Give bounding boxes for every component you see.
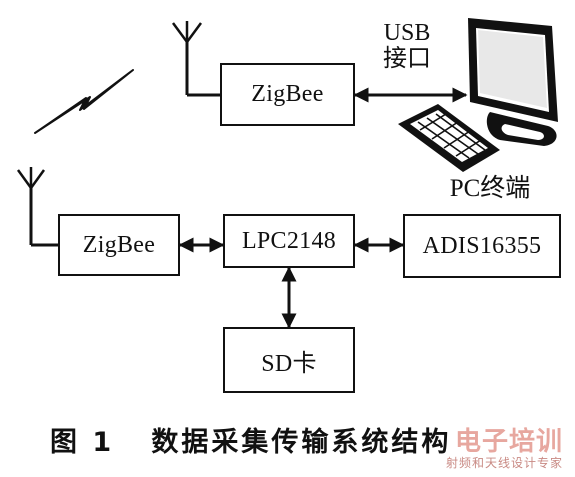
antenna-icon bbox=[16, 167, 58, 247]
usb-label-line1: USB bbox=[383, 20, 431, 46]
usb-interface-label: USB 接口 bbox=[372, 20, 442, 72]
adis16355-box: ADIS16355 bbox=[403, 214, 561, 278]
watermark-text: 射频和天线设计专家 bbox=[445, 456, 563, 470]
sd-card-box: SD卡 bbox=[223, 327, 355, 393]
pc-terminal-label: PC终端 bbox=[449, 175, 531, 202]
antenna-icon bbox=[171, 21, 220, 97]
watermark: 电子培训 射频和天线设计专家 bbox=[446, 421, 563, 471]
pc-monitor-icon bbox=[468, 18, 558, 146]
figure-caption: 图 1 数据采集传输系统结构 bbox=[50, 427, 452, 458]
zigbee-top-box: ZigBee bbox=[220, 63, 355, 126]
wireless-signal-icon bbox=[34, 69, 134, 134]
connectors bbox=[178, 87, 468, 329]
watermark-logo: 电子培训 bbox=[454, 427, 563, 457]
zigbee-left-box: ZigBee bbox=[58, 214, 180, 276]
usb-label-line2: 接口 bbox=[383, 46, 431, 72]
keyboard-icon bbox=[398, 104, 500, 172]
lpc2148-box: LPC2148 bbox=[223, 214, 355, 268]
